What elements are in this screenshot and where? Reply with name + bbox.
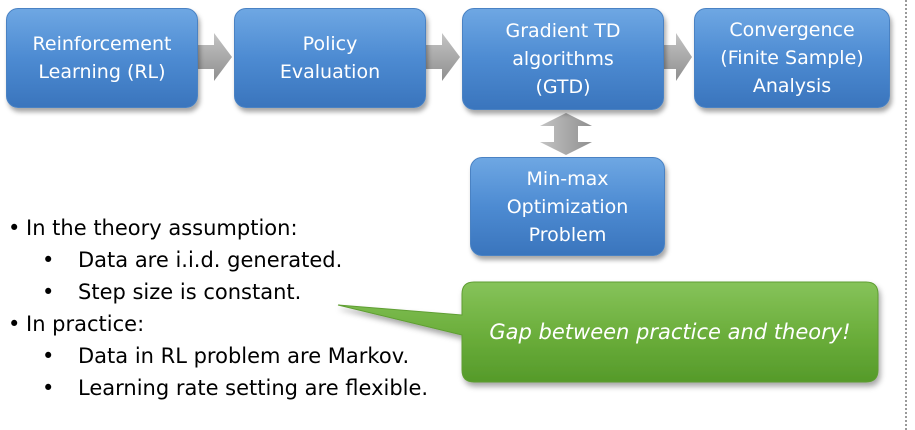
box-conv-line-1: Convergence (729, 19, 855, 41)
box-minmax-optimization: Min-max Optimization Problem (470, 157, 665, 256)
bullet-text: Data are i.i.d. generated. (78, 248, 343, 272)
arrow-policy-to-gtd (426, 33, 460, 81)
bullet-dot: • (8, 216, 21, 240)
box-mm-line-2: Optimization (506, 195, 629, 218)
bullet-list: • In the theory assumption: • Data are i… (8, 212, 428, 404)
box-policy-evaluation: Policy Evaluation (234, 8, 426, 108)
arrow-rl-to-policy (198, 33, 232, 81)
bullet-dot: • (42, 280, 55, 304)
box-gtd-line-2: algorithms (512, 48, 614, 70)
bullet-practice-item: • Data in RL problem are Markov. (8, 340, 428, 372)
box-reinforcement-learning: Reinforcement Learning (RL) (6, 8, 198, 108)
box-conv-line-3: Analysis (752, 75, 832, 97)
box-gtd-line-1: Gradient TD (505, 20, 621, 42)
bullet-dot: • (42, 248, 55, 272)
arrow-gtd-minmax-double (540, 113, 592, 155)
bullet-theory-item: • Step size is constant. (8, 276, 428, 308)
bullet-text: Learning rate setting are flexible. (78, 376, 429, 400)
box-mm-line-1: Min-max (526, 167, 609, 190)
box-rl-line-2: Learning (RL) (38, 61, 166, 83)
callout-bubble (337, 281, 879, 383)
bullet-dot: • (8, 312, 21, 336)
bullet-practice-item: • Learning rate setting are flexible. (8, 372, 428, 404)
bullet-dot: • (42, 376, 55, 400)
arrow-gtd-to-convergence (664, 33, 692, 81)
box-conv-line-2: (Finite Sample) (720, 47, 864, 69)
bullet-text: Step size is constant. (78, 280, 302, 304)
bullet-text: In practice: (26, 312, 145, 336)
bullet-dot: • (42, 344, 55, 368)
box-policy-line-2: Evaluation (279, 61, 381, 83)
box-mm-line-3: Problem (528, 223, 607, 246)
bullet-theory-heading: • In the theory assumption: (8, 212, 428, 244)
bullet-text: In the theory assumption: (26, 216, 298, 240)
box-policy-line-1: Policy (302, 33, 358, 55)
box-gtd-line-3: (GTD) (535, 76, 591, 98)
bullet-theory-item: • Data are i.i.d. generated. (8, 244, 428, 276)
box-gradient-td: Gradient TD algorithms (GTD) (462, 8, 664, 110)
callout-text: Gap between practice and theory! (489, 320, 851, 344)
bullet-text: Data in RL problem are Markov. (78, 344, 410, 368)
page-edge-dotted-line (905, 0, 907, 430)
box-rl-line-1: Reinforcement (32, 33, 172, 55)
box-convergence-analysis: Convergence (Finite Sample) Analysis (694, 8, 890, 108)
bullet-practice-heading: • In practice: (8, 308, 428, 340)
